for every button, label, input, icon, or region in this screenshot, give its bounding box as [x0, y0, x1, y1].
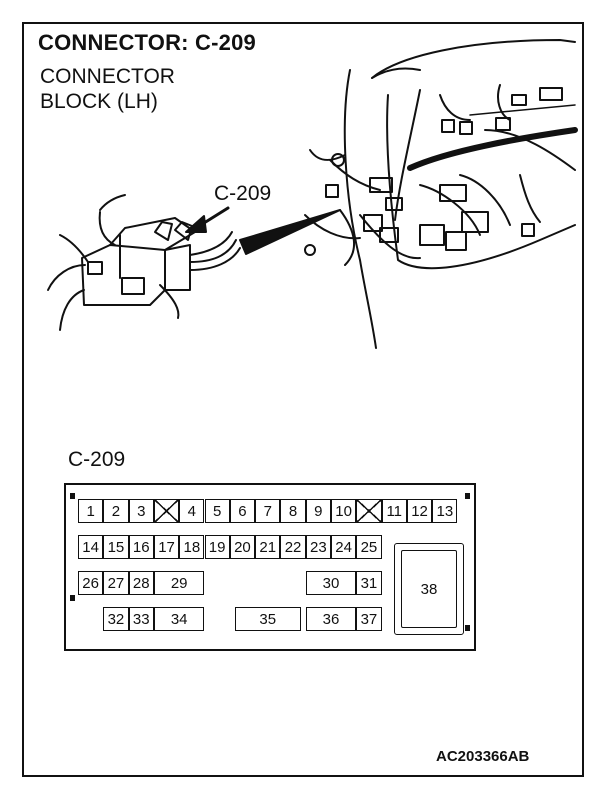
subtitle-line-1: CONNECTOR — [40, 65, 175, 88]
pin-35: 35 — [234, 607, 301, 631]
pin-30: 30 — [305, 571, 357, 595]
pin-void — [153, 499, 180, 523]
pin-25: 25 — [356, 535, 382, 559]
illustration-callout-label: C-209 — [214, 182, 272, 205]
pin-void — [356, 499, 382, 523]
pin-38-label: 38 — [420, 580, 438, 598]
pin-21: 21 — [255, 535, 281, 559]
pin-28: 28 — [128, 571, 154, 595]
subtitle-line-2: BLOCK (LH) — [40, 90, 158, 113]
page-subtitle: CONNECTOR BLOCK (LH) — [40, 64, 175, 114]
connector-face-label: C-209 — [68, 448, 126, 471]
pin-2: 2 — [103, 499, 129, 523]
pin-14: 14 — [78, 535, 104, 559]
connector-notch — [70, 595, 75, 601]
pin-19: 19 — [204, 535, 230, 559]
pin-5: 5 — [204, 499, 230, 523]
pin-18: 18 — [179, 535, 205, 559]
pin-38: 38 — [394, 543, 464, 635]
pin-10: 10 — [331, 499, 357, 523]
pin-4: 4 — [179, 499, 205, 523]
pin-36: 36 — [305, 607, 357, 631]
pin-37: 37 — [356, 607, 382, 631]
pin-38-inner — [401, 550, 457, 628]
pin-22: 22 — [280, 535, 306, 559]
pin-26: 26 — [78, 571, 104, 595]
pin-8: 8 — [280, 499, 306, 523]
pin-3: 3 — [128, 499, 154, 523]
pin-20: 20 — [229, 535, 256, 559]
pin-15: 15 — [103, 535, 129, 559]
page-title: CONNECTOR: C-209 — [38, 30, 256, 55]
wiring-illustration — [47, 39, 578, 349]
pin-6: 6 — [229, 499, 256, 523]
pin-34: 34 — [153, 607, 205, 631]
pin-33: 33 — [128, 607, 154, 631]
pin-16: 16 — [128, 535, 154, 559]
pin-31: 31 — [356, 571, 382, 595]
pin-9: 9 — [305, 499, 331, 523]
pin-32: 32 — [103, 607, 129, 631]
pin-11: 11 — [381, 499, 407, 523]
connector-notch — [465, 493, 470, 499]
pin-1: 1 — [78, 499, 104, 523]
pin-24: 24 — [331, 535, 357, 559]
pin-13: 13 — [432, 499, 458, 523]
pin-27: 27 — [103, 571, 129, 595]
figure-code: AC203366AB — [436, 748, 530, 765]
connector-notch — [465, 625, 470, 631]
diagram-frame — [22, 22, 584, 777]
pin-17: 17 — [153, 535, 180, 559]
pin-12: 12 — [406, 499, 433, 523]
connector-notch — [70, 493, 75, 499]
pin-23: 23 — [305, 535, 331, 559]
pin-29: 29 — [153, 571, 205, 595]
pin-7: 7 — [255, 499, 281, 523]
